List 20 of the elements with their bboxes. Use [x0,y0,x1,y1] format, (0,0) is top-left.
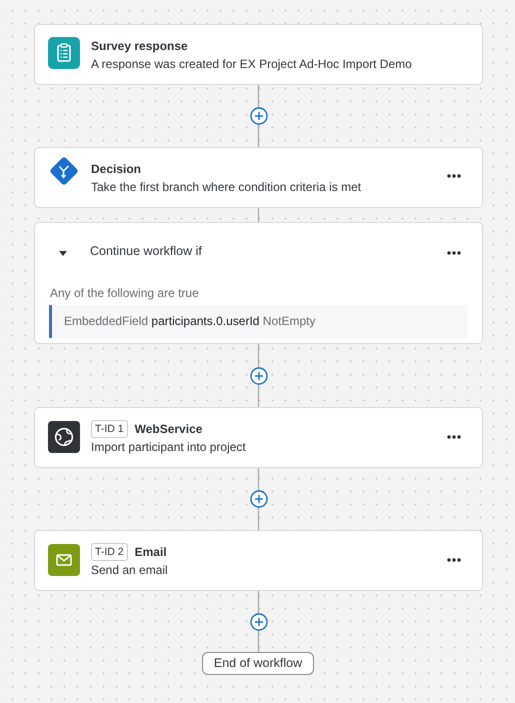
task-card [34,530,483,591]
step-title: Email [134,545,167,559]
end-of-workflow-marker: End of workflow [202,652,314,675]
condition-row: EmbeddedField participants.0.userId NotEmpty [49,305,468,338]
condition-summary: Any of the following are true [50,286,199,300]
decision-card [34,147,483,208]
trigger-card [34,24,483,85]
condition-heading: Continue workflow if [90,244,202,258]
step-description: A response was created for EX Project Ad-Hoc Import Demo [91,57,412,71]
step-title: Decision [91,162,142,176]
task-card [34,407,483,468]
condition-card [34,222,483,344]
step-title: Survey response [91,39,188,53]
connector-line [258,208,260,222]
task-id-badge: T-ID 1 [91,420,128,438]
step-description: Import participant into project [91,440,246,454]
step-description: Send an email [91,563,168,577]
task-id-badge: T-ID 2 [91,543,128,561]
step-description: Take the first branch where condition criteria is met [91,180,362,194]
step-title: WebService [134,422,202,436]
